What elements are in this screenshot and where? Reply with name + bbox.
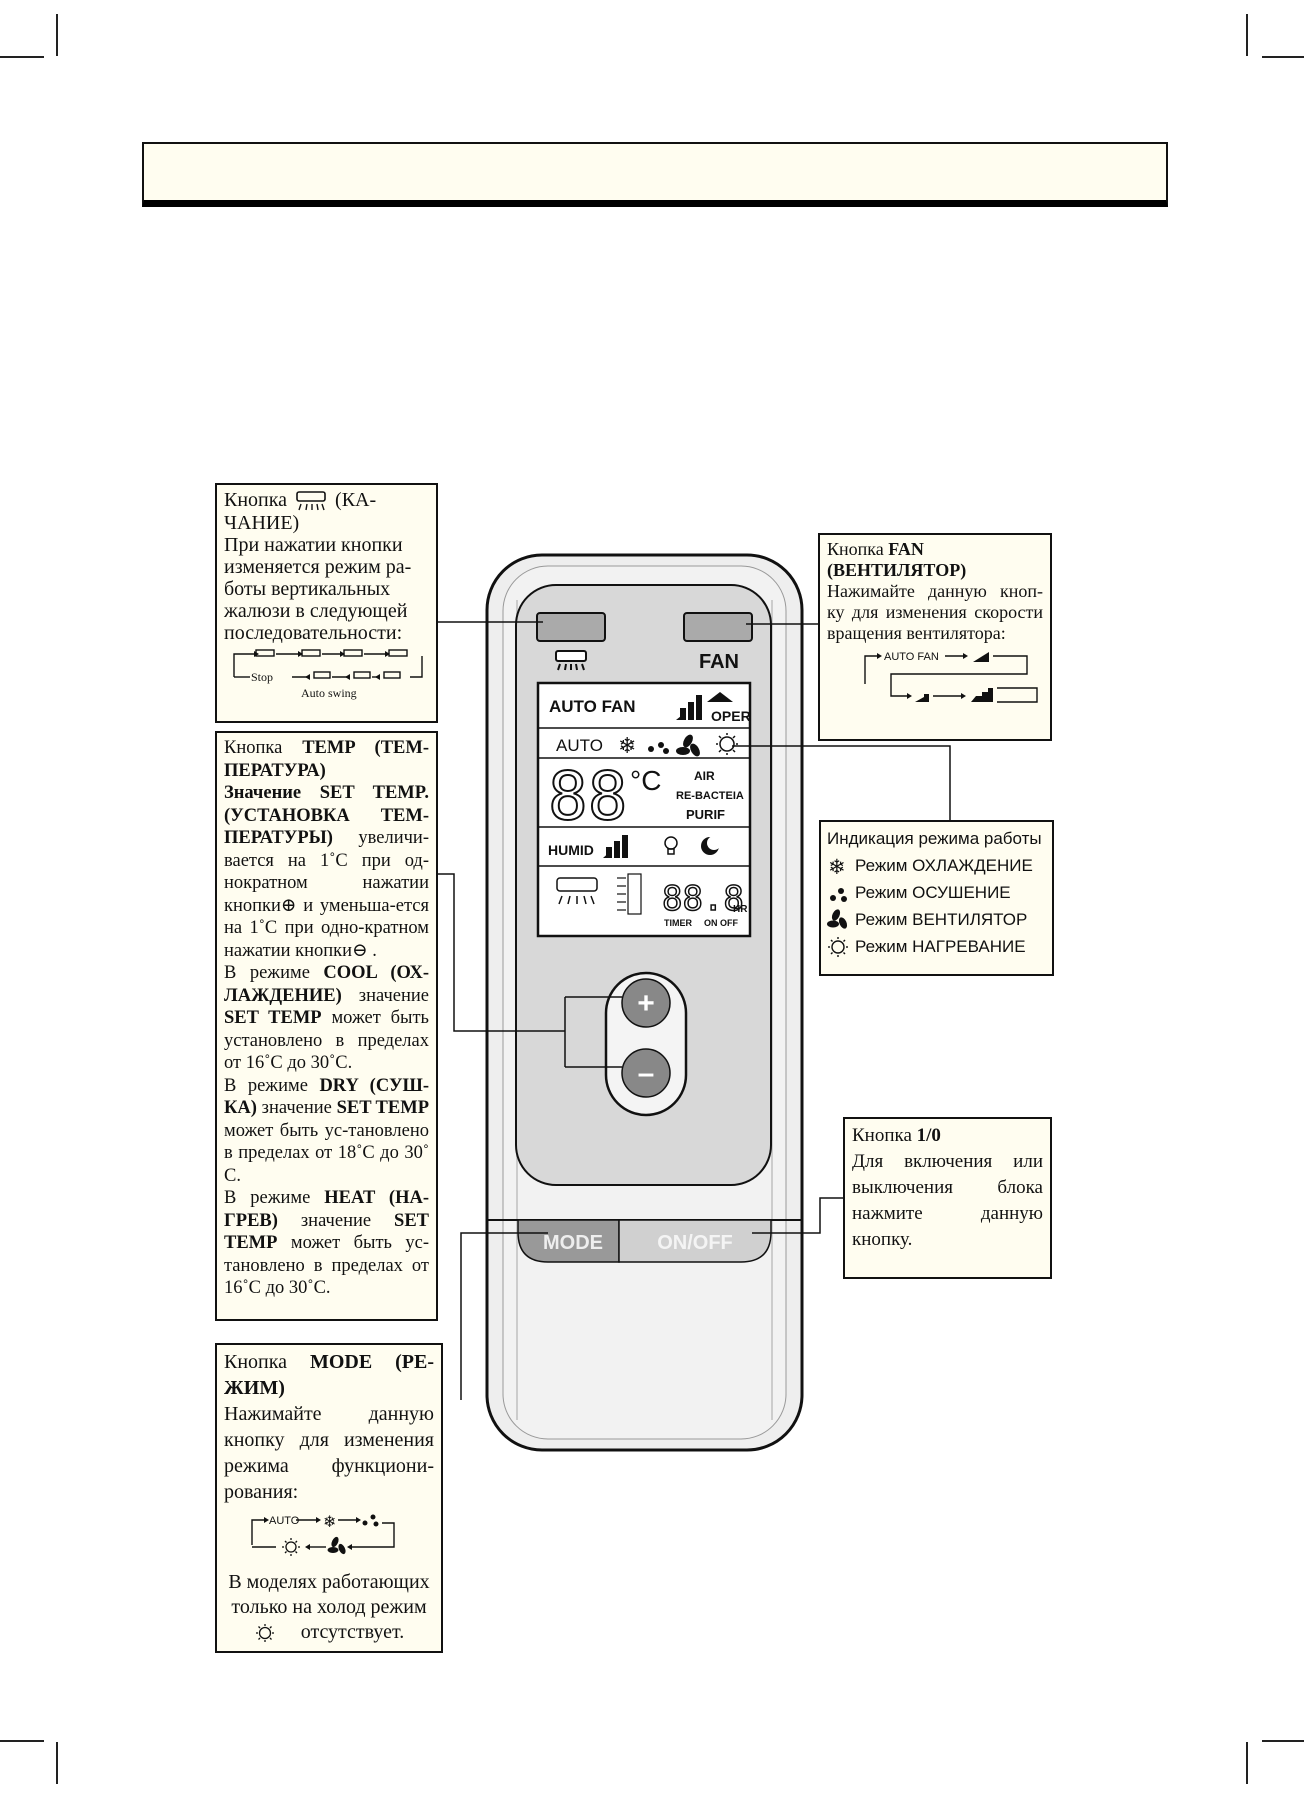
sun-icon — [255, 1624, 274, 1643]
crop-mark — [56, 14, 58, 56]
svg-text:❄: ❄ — [828, 855, 846, 877]
fan-icon — [327, 1536, 346, 1555]
onoff-description: Для включения или выключения блока нажми… — [852, 1151, 1043, 1250]
title-band — [142, 142, 1168, 207]
svg-text:MODE: MODE — [543, 1232, 603, 1254]
lcd-auto: AUTO — [556, 736, 603, 755]
onoff-button — [618, 1219, 772, 1263]
svg-text:AUTO: AUTO — [269, 1515, 300, 1527]
callout-mode-indication: Индикация режима работы ❄ Режим ОХЛАЖДЕН… — [819, 820, 1054, 976]
louver-position-icon — [617, 873, 642, 915]
svg-text:+: + — [637, 987, 655, 1020]
crop-mark — [0, 1740, 44, 1742]
mode-indication-title: Индикация режима работы — [827, 829, 1042, 848]
lcd-deg-c: °C — [630, 765, 661, 796]
leader-lines — [426, 621, 951, 1400]
swing-button — [536, 612, 606, 642]
lcd-onoff: ON OFF — [704, 918, 738, 928]
crop-mark — [56, 1742, 58, 1784]
mode-sequence-diagram: AUTO ❄ — [251, 1512, 395, 1556]
svg-text:ON/OFF: ON/OFF — [657, 1232, 733, 1254]
callout-onoff: Кнопка 1/0 Для включения или выключения … — [843, 1117, 1052, 1279]
callout-mode: Кнопка MODE (РЕ-ЖИМ) Нажимайте данную кн… — [215, 1343, 443, 1653]
lcd-temp-digits: 88 — [548, 758, 627, 835]
moon-icon — [701, 836, 721, 855]
snowflake-icon: ❄ — [618, 734, 636, 759]
crop-mark — [1262, 56, 1304, 58]
fan-icon — [676, 734, 700, 757]
lcd-hr: HR — [733, 904, 748, 915]
lcd-air: AIR — [694, 769, 715, 783]
mode-description: Нажимайте данную кнопку для изменения ре… — [224, 1403, 434, 1503]
fan-label: FAN — [699, 651, 739, 673]
temp-minus-button — [621, 1048, 671, 1098]
swing-icon — [555, 650, 587, 671]
legend-dry: Режим ОСУШЕНИЕ — [827, 879, 1046, 906]
callout-swing: Кнопка (КА-ЧАНИЕ) При нажатии кнопки изм… — [215, 483, 438, 723]
fan-description: Нажимайте данную кноп-ку для изменения с… — [827, 581, 1043, 643]
sun-icon — [828, 936, 848, 957]
lcd-timer-digits: 88.8 — [662, 879, 744, 919]
fan-icon — [827, 908, 848, 929]
swing-icon — [296, 491, 326, 511]
legend-heat: Режим НАГРЕВАНИЕ — [827, 933, 1046, 960]
callout-fan: Кнопка FAN (ВЕНТИЛЯТОР) Нажимайте данную… — [818, 533, 1052, 741]
droplets-icon — [362, 1514, 379, 1527]
oper-arrow-icon — [707, 692, 733, 702]
callout-temp: Кнопка TEMP (ТЕМ-ПЕРАТУРА) Значение SET … — [215, 731, 438, 1321]
crop-mark — [1246, 14, 1248, 56]
crop-mark — [1246, 1742, 1248, 1784]
svg-text:–: – — [638, 1057, 655, 1090]
swing-description: При нажатии кнопки изменяется режим ра-б… — [224, 534, 412, 645]
lcd-humid: HUMID — [548, 842, 594, 858]
temp-plus-button — [621, 978, 671, 1028]
swing-louver-icon — [556, 877, 598, 905]
lamp-icon — [664, 836, 678, 855]
lcd-timer: TIMER — [664, 918, 692, 928]
mode-note: В моделях работающих только на холод реж… — [228, 1571, 430, 1643]
lcd-purif: PURIF — [686, 807, 725, 822]
snowflake-icon: ❄ — [323, 1512, 336, 1531]
lcd-auto-fan: AUTO FAN — [549, 697, 636, 716]
svg-text:AUTO FAN: AUTO FAN — [884, 651, 939, 663]
fan-speed-bars-icon — [676, 695, 702, 720]
svg-text:Auto swing: Auto swing — [301, 686, 357, 700]
mode-button — [517, 1219, 620, 1263]
lcd-oper: OPER — [711, 708, 751, 724]
fan-button — [683, 612, 753, 642]
sun-icon — [716, 733, 738, 755]
droplets-icon — [830, 887, 847, 902]
lcd-rebacteia: RE-BACTEIA — [676, 790, 744, 802]
crop-mark — [0, 56, 44, 58]
swing-sequence-diagram: Stop Auto swing — [233, 649, 423, 700]
legend-fan: Режим ВЕНТИЛЯТОР — [827, 906, 1046, 933]
crop-mark — [1262, 1740, 1304, 1742]
snowflake-icon: ❄ — [828, 855, 846, 877]
svg-text:Stop: Stop — [251, 670, 273, 684]
legend-cooling: ❄ Режим ОХЛАЖДЕНИЕ — [828, 854, 1033, 877]
humid-bars-icon — [603, 835, 628, 858]
lcd-screen — [536, 681, 752, 938]
fan-sequence-diagram: AUTO FAN — [864, 651, 1038, 703]
droplets-icon — [648, 742, 669, 754]
sun-icon — [282, 1538, 300, 1556]
